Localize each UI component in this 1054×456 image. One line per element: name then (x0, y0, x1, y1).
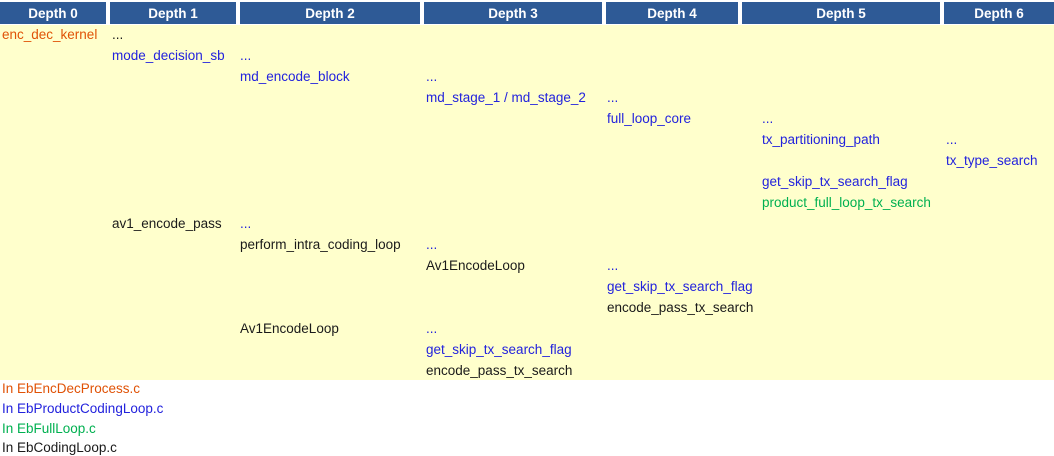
column-header-depth-6: Depth 6 (944, 2, 1054, 24)
omitted-calls-ellipsis: ... (240, 48, 252, 63)
omitted-calls-ellipsis: ... (240, 216, 252, 231)
omitted-calls-ellipsis: ... (762, 111, 774, 126)
omitted-calls-ellipsis: ... (607, 258, 619, 273)
function-name: perform_intra_coding_loop (240, 237, 401, 252)
column-header-depth-0: Depth 0 (0, 2, 106, 24)
function-name: full_loop_core (607, 111, 692, 126)
legend-item: In EbEncDecProcess.c (2, 381, 141, 396)
function-name: enc_dec_kernel (2, 27, 98, 42)
function-name: get_skip_tx_search_flag (607, 279, 753, 294)
function-name: Av1EncodeLoop (240, 321, 339, 336)
legend-item: In EbProductCodingLoop.c (2, 400, 164, 416)
column-header-depth-4: Depth 4 (606, 2, 738, 24)
function-name: encode_pass_tx_search (426, 363, 573, 378)
legend-item: In EbFullLoop.c (2, 420, 96, 436)
omitted-calls-ellipsis: ... (607, 90, 619, 105)
omitted-calls-ellipsis: ... (946, 132, 958, 147)
function-name: get_skip_tx_search_flag (426, 342, 572, 357)
omitted-calls-ellipsis: ... (426, 237, 438, 252)
function-name: av1_encode_pass (112, 216, 222, 231)
column-header-depth-3: Depth 3 (424, 2, 602, 24)
function-name: tx_partitioning_path (762, 132, 880, 147)
omitted-calls-ellipsis: ... (426, 321, 438, 336)
function-name: get_skip_tx_search_flag (762, 174, 908, 189)
column-header-depth-2: Depth 2 (240, 2, 420, 24)
legend-item: In EbCodingLoop.c (2, 440, 117, 456)
omitted-calls-ellipsis: ... (112, 27, 124, 42)
function-name: encode_pass_tx_search (607, 300, 754, 315)
column-header-depth-1: Depth 1 (110, 2, 236, 24)
omitted-calls-ellipsis: ... (426, 69, 438, 84)
function-name: mode_decision_sb (112, 48, 225, 63)
function-name: md_encode_block (240, 69, 350, 84)
function-name: Av1EncodeLoop (426, 258, 525, 273)
function-name: product_full_loop_tx_search (762, 195, 931, 210)
function-name: md_stage_1 / md_stage_2 (426, 90, 586, 105)
column-header-depth-5: Depth 5 (742, 2, 940, 24)
function-name: tx_type_search (946, 153, 1038, 168)
table-body (0, 25, 1054, 380)
